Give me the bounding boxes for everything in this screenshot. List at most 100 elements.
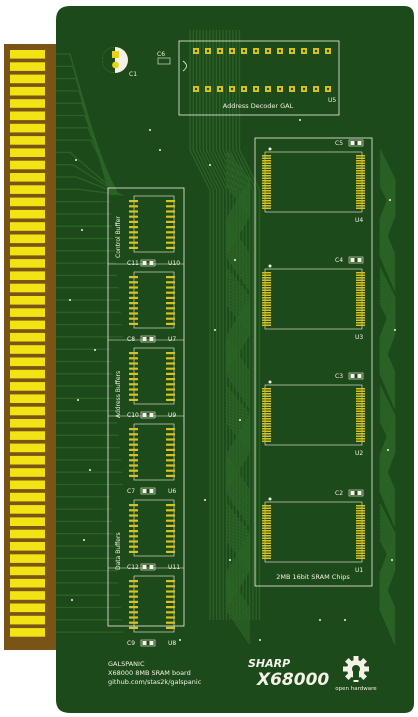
- decoder-pin-hole: [230, 49, 234, 53]
- buffer-pin-right: [166, 205, 175, 208]
- via-dot: [299, 119, 301, 121]
- sram-cap-c4-label: C4: [335, 257, 343, 264]
- sram-pin-left: [262, 195, 271, 197]
- connector-finger: [10, 578, 45, 588]
- trace: [379, 417, 396, 524]
- sram-pin-right: [356, 547, 365, 549]
- connector-finger: [10, 382, 45, 391]
- trace: [379, 532, 396, 639]
- sram-pin-right: [356, 309, 365, 311]
- trace: [379, 401, 396, 508]
- sram-pin-left: [262, 302, 271, 304]
- sram-pin-right: [356, 172, 365, 174]
- sram-pin-right: [356, 162, 365, 164]
- buffer-pin-right: [166, 464, 175, 467]
- trace: [379, 420, 396, 527]
- sram-pin-left: [262, 167, 271, 169]
- buffer-pin-left: [129, 595, 138, 598]
- sram-chip-outline: [264, 501, 363, 563]
- buffer-pin-left: [129, 307, 138, 310]
- buffer-pin-left: [129, 296, 138, 299]
- u5-notch: [182, 60, 187, 72]
- footer-line1: GALSPANIC: [108, 660, 145, 668]
- via-dot: [214, 329, 216, 331]
- sram-pin-left: [262, 438, 271, 440]
- buffer-chip-outline: [133, 499, 175, 557]
- decoder-pin-hole: [254, 49, 258, 53]
- trace: [379, 516, 396, 623]
- connector-finger: [10, 603, 45, 613]
- trace: [379, 388, 396, 495]
- sram-pin-right: [356, 302, 365, 304]
- buffer-pin-left: [129, 226, 138, 229]
- buffer-pin-left: [129, 600, 138, 603]
- decoder-pin-hole: [230, 87, 234, 91]
- pcb-body: [56, 6, 414, 713]
- sram-pin-left: [262, 175, 271, 177]
- trace: [225, 395, 251, 501]
- decoder-pin-hole: [290, 87, 294, 91]
- buffer-pin-right: [166, 307, 175, 310]
- buffer-cap-c11-pad: [142, 261, 147, 265]
- trace: [379, 277, 396, 383]
- buffer-pin-right: [166, 322, 175, 325]
- connector-finger: [10, 185, 45, 194]
- buffer-pin-right: [166, 509, 175, 512]
- sram-pin-left: [262, 197, 271, 199]
- decoder-pin-hole: [254, 87, 258, 91]
- sram-pin-right: [356, 512, 365, 514]
- via-dot: [179, 639, 181, 641]
- trace: [225, 162, 251, 269]
- buffer-pin-right: [166, 595, 175, 598]
- sram-pin-right: [356, 282, 365, 284]
- buffer-pin-right: [166, 393, 175, 396]
- buffer-pin-right: [166, 504, 175, 507]
- buffer-cap-c10-pad: [149, 413, 154, 417]
- buffer-pin-right: [166, 535, 175, 538]
- buffer-pin-left: [129, 545, 138, 548]
- trace: [379, 293, 396, 399]
- sram-group-outline: [254, 137, 373, 587]
- sram-cap-c5-pad: [350, 141, 355, 145]
- connector-finger: [10, 492, 45, 502]
- connector-finger: [10, 332, 45, 342]
- via-dot: [81, 229, 83, 231]
- sram-pin-left: [262, 309, 271, 311]
- sram-pin-left: [262, 202, 271, 204]
- sram-pin-left: [262, 555, 271, 557]
- trace: [225, 529, 251, 635]
- buffer-chip-outline: [133, 195, 175, 253]
- buffer-pin-left: [129, 621, 138, 624]
- trace: [225, 159, 251, 265]
- connector-finger: [10, 615, 45, 625]
- buffer-pin-right: [166, 590, 175, 593]
- sram-pin-right: [356, 319, 365, 321]
- sram-pin-right: [356, 272, 365, 274]
- sram-pin-left: [262, 425, 271, 427]
- buffer-cap-c9-pad: [142, 641, 147, 645]
- trace: [379, 302, 396, 409]
- trace: [379, 299, 396, 406]
- buffer-pin-right: [166, 367, 175, 370]
- via-dot: [209, 164, 211, 166]
- sram-cap-c3-outline: [348, 372, 364, 380]
- trace: [379, 398, 396, 505]
- trace: [379, 280, 396, 387]
- sram-pin-left: [262, 393, 271, 395]
- buffer-pin-right: [166, 362, 175, 365]
- sram-pin-right: [356, 545, 365, 547]
- buffer-cap-c12-pad: [149, 565, 154, 569]
- buffer-pin-left: [129, 357, 138, 360]
- sram-cap-c2-label: C2: [335, 490, 343, 497]
- sram-pin-left: [262, 400, 271, 402]
- buffer-pin-right: [166, 372, 175, 375]
- sram-pin-left: [262, 430, 271, 432]
- sram-pin-left: [262, 547, 271, 549]
- sram-pin-left: [262, 322, 271, 324]
- sram-pin-right: [356, 279, 365, 281]
- buffer-cap-c12-label: C12: [127, 564, 139, 571]
- sram-pin-left: [262, 319, 271, 321]
- sram-pin-left: [262, 205, 271, 207]
